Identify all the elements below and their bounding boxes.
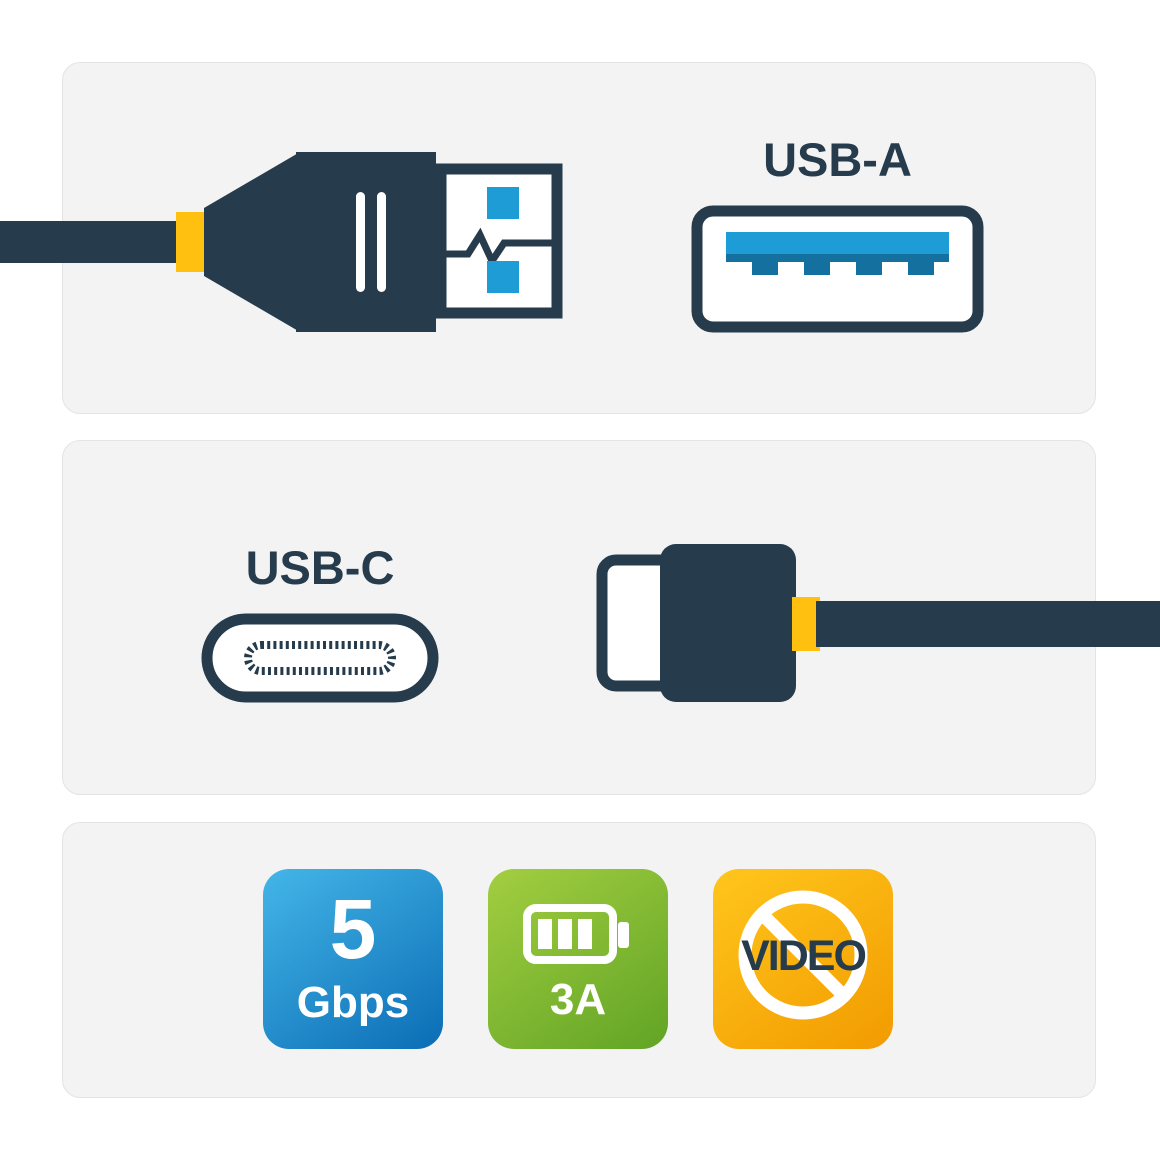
usb-c-plug-icon [596, 544, 1160, 702]
feature-badges: 5 Gbps 3A VIDEO [263, 869, 893, 1049]
speed-value: 5 [329, 882, 377, 976]
usb-a-label: USB-A [763, 133, 912, 186]
features-panel: 5 Gbps 3A VIDEO [62, 822, 1096, 1098]
usb-c-label: USB-C [245, 541, 395, 594]
battery-icon [523, 904, 629, 964]
usb-a-port-icon [691, 205, 984, 333]
no-video-badge: VIDEO [713, 869, 893, 1049]
power-badge: 3A [488, 869, 668, 1049]
speed-unit: Gbps [296, 978, 410, 1027]
video-label: VIDEO [741, 932, 865, 980]
speed-badge: 5 Gbps [263, 869, 443, 1049]
usb-a-plug-icon [0, 152, 563, 332]
power-value: 3A [549, 975, 607, 1024]
usb-c-port-icon [201, 613, 439, 703]
no-video-icon: VIDEO [738, 890, 868, 1020]
